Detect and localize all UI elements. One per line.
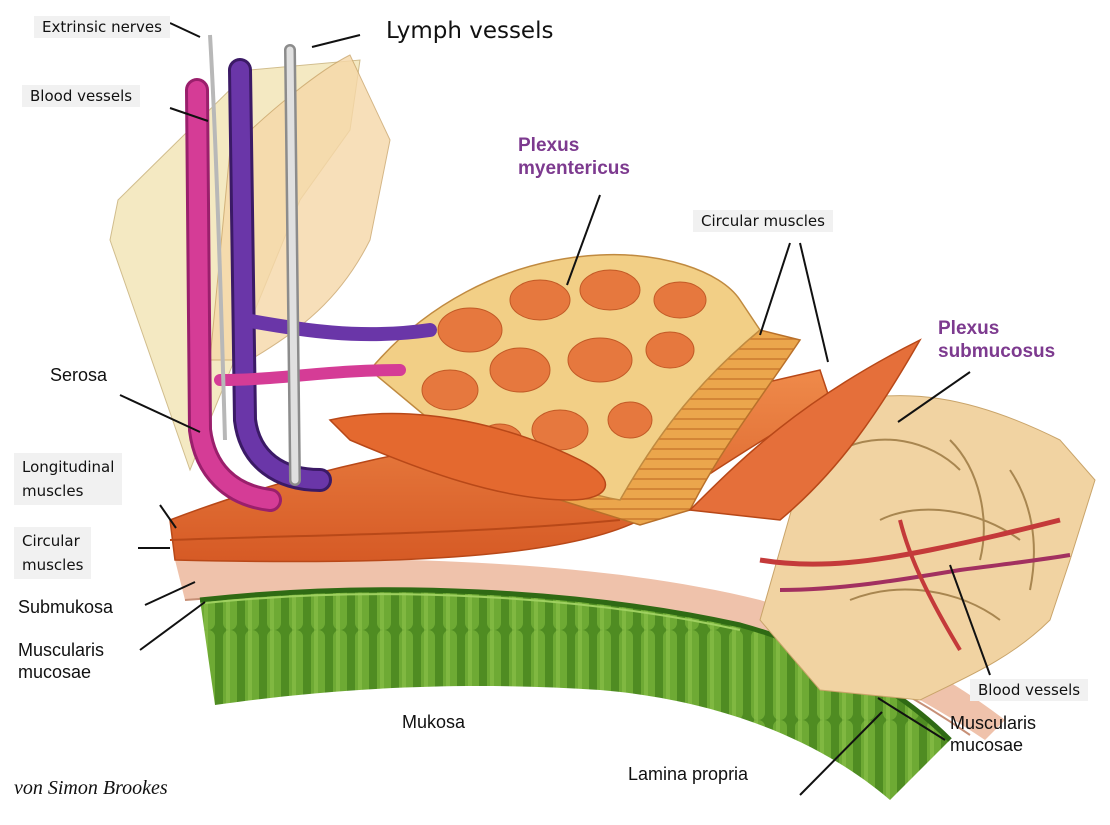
label-mukosa: Mukosa bbox=[402, 712, 465, 734]
label-plexus-myentericus-line1: Plexus bbox=[518, 135, 630, 158]
label-plexus-submucosus-line2: submucosus bbox=[938, 341, 1055, 364]
label-muscularis-mucosae-right-line2: mucosae bbox=[950, 735, 1036, 757]
label-muscularis-mucosae-left-line1: Muscularis bbox=[18, 640, 104, 662]
credit-text: von Simon Brookes bbox=[14, 776, 168, 800]
label-serosa: Serosa bbox=[50, 365, 107, 387]
label-circular-muscles-top: Circular muscles bbox=[693, 210, 833, 232]
label-circular-muscles-left: Circular muscles bbox=[14, 527, 91, 579]
label-longitudinal-muscles: Longitudinal muscles bbox=[14, 453, 122, 505]
label-circular-muscles-left-line1: Circular bbox=[22, 529, 83, 553]
label-muscularis-mucosae-left: Muscularis mucosae bbox=[18, 640, 104, 683]
label-muscularis-mucosae-right-line1: Muscularis bbox=[950, 713, 1036, 735]
label-blood-vessels-right: Blood vessels bbox=[970, 679, 1088, 701]
label-blood-vessels-top: Blood vessels bbox=[22, 85, 140, 107]
label-longitudinal-muscles-line1: Longitudinal bbox=[22, 455, 114, 479]
label-plexus-submucosus: Plexus submucosus bbox=[938, 318, 1055, 364]
label-extrinsic-nerves: Extrinsic nerves bbox=[34, 16, 170, 38]
label-submukosa: Submukosa bbox=[18, 597, 113, 619]
label-muscularis-mucosae-right: Muscularis mucosae bbox=[950, 713, 1036, 756]
label-lymph-vessels: Lymph vessels bbox=[386, 18, 553, 46]
label-plexus-myentericus-line2: myentericus bbox=[518, 158, 630, 181]
label-lamina-propria: Lamina propria bbox=[628, 764, 748, 786]
label-muscularis-mucosae-left-line2: mucosae bbox=[18, 662, 104, 684]
label-plexus-submucosus-line1: Plexus bbox=[938, 318, 1055, 341]
label-circular-muscles-left-line2: muscles bbox=[22, 553, 83, 577]
label-plexus-myentericus: Plexus myentericus bbox=[518, 135, 630, 181]
label-longitudinal-muscles-line2: muscles bbox=[22, 479, 114, 503]
